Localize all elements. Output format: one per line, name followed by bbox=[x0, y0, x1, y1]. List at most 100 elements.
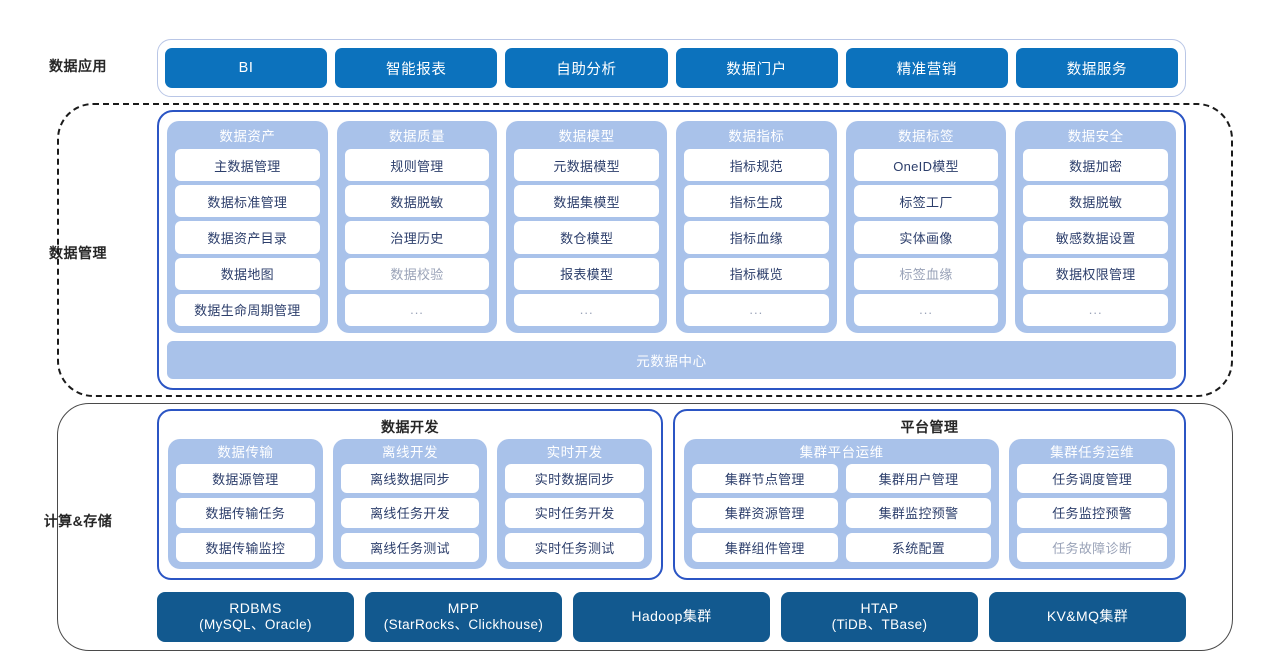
group-items: 数据加密数据脱敏敏感数据设置数据权限管理... bbox=[1023, 149, 1169, 327]
group-cluster-task-ops: 集群任务运维 任务调度管理任务监控预警任务故障诊断 bbox=[1009, 439, 1175, 569]
storage-chip[interactable]: Hadoop集群 bbox=[573, 592, 770, 642]
group-title: 数据标签 bbox=[898, 129, 955, 144]
capability-cell[interactable]: 集群节点管理 bbox=[692, 464, 838, 494]
capability-cell[interactable]: 任务监控预警 bbox=[1017, 498, 1167, 528]
capability-cell[interactable]: 规则管理 bbox=[344, 149, 490, 182]
capability-cell[interactable]: 实时任务开发 bbox=[505, 498, 645, 528]
management-group: 数据安全数据加密数据脱敏敏感数据设置数据权限管理... bbox=[1015, 121, 1177, 333]
more-items-cell[interactable]: ... bbox=[1023, 293, 1169, 327]
storage-chip-detail: (TiDB、TBase) bbox=[831, 617, 928, 633]
capability-cell[interactable]: 集群组件管理 bbox=[692, 532, 838, 562]
capability-cell[interactable]: 数据集模型 bbox=[514, 185, 660, 218]
capability-cell[interactable]: 数据源管理 bbox=[176, 464, 315, 494]
capability-cell[interactable]: 集群监控预警 bbox=[845, 498, 992, 528]
platform-management-panel: 平台管理 集群平台运维 集群节点管理集群用户管理集群资源管理集群监控预警集群组件… bbox=[673, 409, 1186, 580]
capability-cell[interactable]: 集群用户管理 bbox=[845, 464, 992, 494]
capability-cell[interactable]: 数据标准管理 bbox=[175, 185, 320, 218]
capability-cell[interactable]: 主数据管理 bbox=[175, 149, 320, 182]
capability-cell[interactable]: 实时任务测试 bbox=[505, 532, 645, 562]
more-items-cell[interactable]: ... bbox=[344, 293, 490, 327]
capability-cell[interactable]: 实体画像 bbox=[853, 221, 999, 254]
storage-chip[interactable]: MPP(StarRocks、Clickhouse) bbox=[365, 592, 562, 642]
app-chip[interactable]: BI bbox=[165, 48, 328, 88]
capability-cell[interactable]: 数据地图 bbox=[175, 257, 320, 290]
group-items: 离线数据同步离线任务开发离线任务测试 bbox=[340, 464, 480, 562]
group-title: 离线开发 bbox=[382, 445, 438, 460]
development-group: 数据传输数据源管理数据传输任务数据传输监控 bbox=[168, 439, 323, 569]
group-title: 数据传输 bbox=[217, 445, 274, 460]
group-title: 集群平台运维 bbox=[799, 445, 884, 460]
metadata-center-bar[interactable]: 元数据中心 bbox=[167, 341, 1176, 379]
capability-cell[interactable]: 离线任务开发 bbox=[340, 498, 480, 528]
compute-storage-panels: 数据开发 数据传输数据源管理数据传输任务数据传输监控离线开发离线数据同步离线任务… bbox=[157, 409, 1186, 580]
storage-chip[interactable]: RDBMS(MySQL、Oracle) bbox=[157, 592, 354, 642]
capability-cell[interactable]: 数据加密 bbox=[1023, 149, 1169, 182]
capability-cell[interactable]: 任务故障诊断 bbox=[1017, 532, 1167, 562]
storage-engines-row: RDBMS(MySQL、Oracle)MPP(StarRocks、Clickho… bbox=[157, 592, 1186, 642]
row-label-data-application: 数据应用 bbox=[49, 58, 107, 74]
capability-cell[interactable]: 数据资产目录 bbox=[175, 221, 320, 254]
capability-cell[interactable]: 离线数据同步 bbox=[340, 464, 480, 494]
data-management-panel: 数据资产主数据管理数据标准管理数据资产目录数据地图数据生命周期管理 数据质量规则管… bbox=[157, 110, 1186, 390]
capability-cell[interactable]: 数据传输监控 bbox=[176, 532, 315, 562]
storage-chip-name: KV&MQ集群 bbox=[1046, 608, 1129, 625]
app-chip[interactable]: 数据服务 bbox=[1015, 48, 1179, 88]
development-group: 实时开发实时数据同步实时任务开发实时任务测试 bbox=[497, 439, 653, 569]
more-items-cell[interactable]: ... bbox=[853, 293, 999, 327]
group-items: 实时数据同步实时任务开发实时任务测试 bbox=[505, 464, 645, 562]
group-items: OneID模型标签工厂实体画像标签血缘... bbox=[853, 149, 999, 327]
capability-cell[interactable]: 标签工厂 bbox=[853, 185, 999, 218]
capability-cell[interactable]: 治理历史 bbox=[344, 221, 490, 254]
capability-cell[interactable]: 实时数据同步 bbox=[505, 464, 645, 494]
storage-chip[interactable]: HTAP(TiDB、TBase) bbox=[781, 592, 978, 642]
app-chip[interactable]: 精准营销 bbox=[845, 48, 1008, 88]
row-label-compute-storage: 计算&存储 bbox=[43, 513, 113, 529]
storage-chip-name: HTAP bbox=[860, 599, 899, 616]
more-items-cell[interactable]: ... bbox=[684, 293, 829, 327]
group-title: 数据资产 bbox=[219, 129, 276, 144]
data-management-groups: 数据资产主数据管理数据标准管理数据资产目录数据地图数据生命周期管理 数据质量规则管… bbox=[167, 121, 1177, 333]
capability-cell[interactable]: 指标生成 bbox=[684, 185, 829, 218]
storage-chip-detail: (MySQL、Oracle) bbox=[199, 617, 312, 633]
capability-cell[interactable]: 敏感数据设置 bbox=[1023, 221, 1169, 254]
app-chip[interactable]: 数据门户 bbox=[675, 48, 838, 88]
management-group: 数据资产主数据管理数据标准管理数据资产目录数据地图数据生命周期管理 bbox=[167, 121, 328, 333]
capability-cell[interactable]: 元数据模型 bbox=[514, 149, 660, 182]
capability-cell[interactable]: 任务调度管理 bbox=[1017, 464, 1167, 494]
group-items: 指标规范指标生成指标血缘指标概览... bbox=[684, 149, 829, 327]
capability-cell[interactable]: 指标规范 bbox=[684, 149, 829, 182]
storage-chip-name: RDBMS bbox=[229, 599, 282, 616]
development-group: 离线开发离线数据同步离线任务开发离线任务测试 bbox=[332, 439, 488, 569]
capability-cell[interactable]: 标签血缘 bbox=[853, 257, 999, 290]
capability-cell[interactable]: 离线任务测试 bbox=[340, 532, 480, 562]
group-title: 集群任务运维 bbox=[1050, 445, 1135, 460]
storage-chip[interactable]: KV&MQ集群 bbox=[989, 592, 1186, 642]
capability-cell[interactable]: 指标血缘 bbox=[684, 221, 829, 254]
group-cluster-platform-ops: 集群平台运维 集群节点管理集群用户管理集群资源管理集群监控预警集群组件管理系统配… bbox=[684, 439, 1000, 569]
more-items-cell[interactable]: ... bbox=[514, 293, 660, 327]
data-development-groups: 数据传输数据源管理数据传输任务数据传输监控离线开发离线数据同步离线任务开发离线任… bbox=[168, 439, 653, 569]
capability-cell[interactable]: OneID模型 bbox=[853, 149, 999, 182]
group-title: 实时开发 bbox=[546, 445, 603, 460]
capability-cell[interactable]: 数据生命周期管理 bbox=[175, 293, 320, 327]
storage-chip-name: MPP bbox=[447, 599, 480, 616]
capability-cell[interactable]: 数据脱敏 bbox=[1023, 185, 1169, 218]
capability-cell[interactable]: 集群资源管理 bbox=[692, 498, 838, 528]
app-chip[interactable]: 自助分析 bbox=[505, 48, 668, 88]
capability-cell[interactable]: 数仓模型 bbox=[514, 221, 660, 254]
platform-management-groups: 集群平台运维 集群节点管理集群用户管理集群资源管理集群监控预警集群组件管理系统配… bbox=[684, 439, 1175, 569]
capability-cell[interactable]: 报表模型 bbox=[514, 257, 660, 290]
storage-chip-detail: (StarRocks、Clickhouse) bbox=[383, 617, 544, 633]
group-title: 数据质量 bbox=[389, 129, 445, 144]
capability-cell[interactable]: 指标概览 bbox=[684, 257, 829, 290]
app-chip[interactable]: 智能报表 bbox=[335, 48, 498, 88]
capability-cell[interactable]: 数据传输任务 bbox=[176, 498, 315, 528]
group-title: 数据指标 bbox=[728, 129, 785, 144]
row-label-data-management: 数据管理 bbox=[49, 245, 107, 261]
group-items: 集群节点管理集群用户管理集群资源管理集群监控预警集群组件管理系统配置 bbox=[692, 464, 992, 562]
capability-cell[interactable]: 数据校验 bbox=[344, 257, 490, 290]
compute-storage-border bbox=[57, 403, 1233, 651]
capability-cell[interactable]: 数据权限管理 bbox=[1023, 257, 1169, 290]
capability-cell[interactable]: 数据脱敏 bbox=[344, 185, 490, 218]
capability-cell[interactable]: 系统配置 bbox=[845, 532, 992, 562]
